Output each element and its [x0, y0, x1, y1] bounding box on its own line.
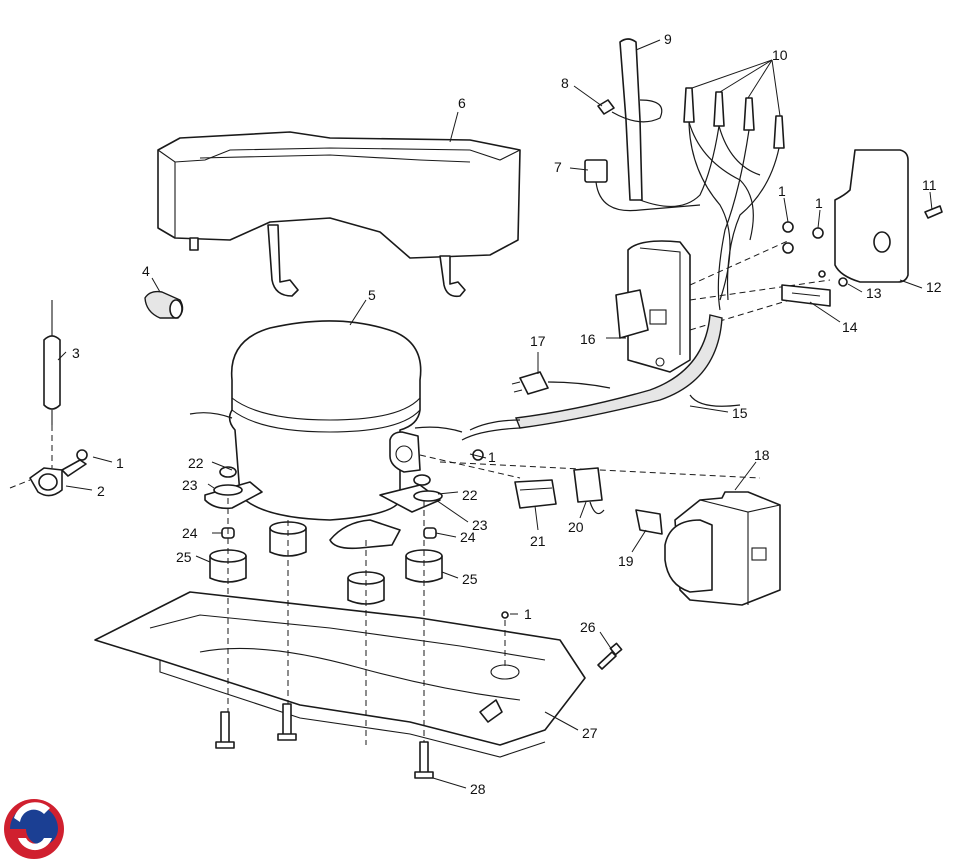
callout-16: 16	[580, 331, 596, 347]
part-27-base-plate	[94, 591, 586, 758]
part-9-tube	[611, 38, 663, 201]
part-25-grommets	[209, 521, 443, 605]
callout-28: 28	[470, 781, 486, 797]
mount-hardware	[213, 466, 443, 539]
callout-1: 1	[116, 455, 124, 471]
callout-1: 1	[815, 195, 823, 211]
callout-22: 22	[188, 455, 204, 471]
callout-1: 1	[488, 449, 496, 465]
callout-9: 9	[664, 31, 672, 47]
part-20-relay-clip	[573, 467, 605, 515]
part-16-relay	[615, 240, 691, 373]
callout-4: 4	[142, 263, 150, 279]
part-4-grommet	[144, 290, 184, 319]
part-3-drier	[43, 300, 61, 425]
callout-3: 3	[72, 345, 80, 361]
part-28-screws	[215, 703, 434, 779]
callout-15: 15	[732, 405, 748, 421]
callout-24: 24	[182, 525, 198, 541]
callout-23: 23	[182, 477, 198, 493]
part-6-cover	[157, 131, 521, 298]
part-13-screw	[838, 277, 848, 287]
part-14-bracket	[781, 284, 831, 307]
callout-2: 2	[97, 483, 105, 499]
callout-23: 23	[472, 517, 488, 533]
callout-8: 8	[561, 75, 569, 91]
callout-1: 1	[524, 606, 532, 622]
part-11-screw	[924, 205, 943, 219]
callout-20: 20	[568, 519, 584, 535]
callout-1: 1	[778, 183, 786, 199]
assembly-lines	[9, 239, 831, 745]
callout-13: 13	[866, 285, 882, 301]
callout-25: 25	[176, 549, 192, 565]
part-8-clip	[597, 99, 615, 115]
swirl-logo-icon	[4, 799, 64, 859]
callout-7: 7	[554, 159, 562, 175]
callout-11: 11	[922, 177, 937, 193]
part-17-plug	[511, 371, 611, 395]
part-2-clamp	[29, 459, 87, 497]
callout-5: 5	[368, 287, 376, 303]
part-7-connector	[584, 159, 701, 212]
callout-27: 27	[582, 725, 598, 741]
callout-18: 18	[754, 447, 770, 463]
part-19-clip	[635, 509, 663, 535]
part-12-cover-plate	[834, 149, 909, 283]
callout-26: 26	[580, 619, 596, 635]
part-10-terminals	[639, 87, 785, 311]
part-26-screw	[597, 642, 623, 670]
leader-lines	[57, 39, 933, 789]
part-15-sleeve	[461, 314, 741, 441]
part-21-overload	[514, 479, 557, 509]
callout-6: 6	[458, 95, 466, 111]
part-5-compressor	[189, 320, 463, 550]
callout-17: 17	[530, 333, 546, 349]
callout-25: 25	[462, 571, 478, 587]
callout-19: 19	[618, 553, 634, 569]
callout-21: 21	[530, 533, 546, 549]
callout-24: 24	[460, 529, 476, 545]
callout-10: 10	[772, 47, 788, 63]
callout-22: 22	[462, 487, 478, 503]
part-1-screws	[76, 221, 826, 619]
callout-labels: 1 1 1 1 1 2 3 4 5 6 7 8 9 10 11 12 13 14…	[72, 31, 942, 797]
part-18-terminal-cover	[664, 491, 781, 606]
callout-12: 12	[926, 279, 942, 295]
callout-14: 14	[842, 319, 858, 335]
